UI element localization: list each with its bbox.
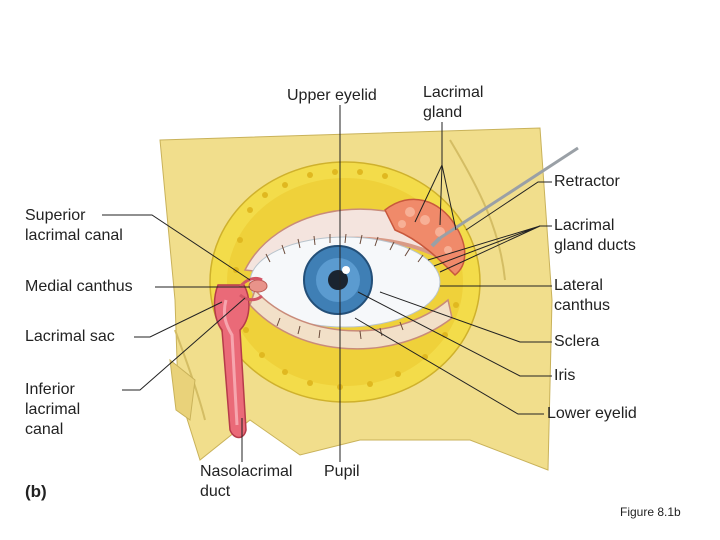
leader-sclera (379, 291, 552, 343)
figure-caption: Figure 8.1b (620, 505, 681, 519)
leader-lacrimal-sac (134, 301, 223, 338)
label-line: canal (25, 421, 64, 438)
label-line: lacrimal canal (25, 227, 123, 244)
fat-texture (233, 169, 459, 390)
leader-superior-lacrimal-canal (102, 214, 251, 281)
panel-label: (b) (25, 482, 47, 501)
nasolacrimal-duct-highlight (222, 299, 239, 426)
medial-canthus (248, 279, 268, 293)
label-line: Inferior (25, 381, 75, 398)
label-lacrimal-gland-ducts: Lacrimal gland ducts (554, 216, 636, 256)
superior-lacrimal-canal (238, 276, 263, 288)
lacrimal-sac (213, 284, 250, 439)
leader-lower-eyelid (354, 317, 544, 415)
retractor-instrument (439, 146, 579, 240)
label-line: Lacrimal (423, 84, 484, 101)
label-line: Lateral (554, 277, 603, 294)
label-line: Nasolacrimal (200, 463, 293, 480)
leader-inferior-lacrimal-canal (122, 297, 246, 391)
retractor-tip (430, 236, 442, 248)
label-pupil: Pupil (324, 463, 360, 480)
label-retractor: Retractor (554, 173, 620, 190)
label-upper-eyelid: Upper eyelid (287, 87, 377, 104)
label-line: gland ducts (554, 237, 636, 254)
leader-lacrimal-gland (414, 122, 457, 231)
leader-iris (357, 291, 552, 377)
label-lower-eyelid: Lower eyelid (547, 405, 637, 422)
inferior-lacrimal-canal (239, 293, 263, 302)
label-inferior-lacrimal-canal: Inferior lacrimal canal (25, 380, 80, 440)
label-line: Superior (25, 207, 86, 224)
label-line: duct (200, 483, 231, 500)
label-nasolacrimal-duct: Nasolacrimal duct (200, 462, 292, 502)
pupil (328, 270, 348, 290)
leader-lines (102, 105, 552, 462)
label-medial-canthus: Medial canthus (25, 278, 133, 295)
label-lateral-canthus: Lateral canthus (554, 276, 610, 316)
label-lacrimal-gland: Lacrimal gland (423, 83, 483, 123)
label-lacrimal-sac: Lacrimal sac (25, 328, 115, 345)
label-line: Lacrimal (554, 217, 615, 234)
lacrimal-gland-lobules (398, 207, 452, 254)
label-sclera: Sclera (554, 333, 600, 350)
label-superior-lacrimal-canal: Superior lacrimal canal (25, 206, 123, 246)
leader-retractor (465, 181, 552, 231)
label-line: lacrimal (25, 401, 81, 418)
label-line: gland (423, 104, 463, 121)
nasal-bone (169, 358, 196, 421)
label-line: canthus (554, 297, 611, 314)
lacrimal-gland (384, 198, 466, 276)
pupil-highlight (342, 266, 350, 274)
leader-lacrimal-gland-ducts (427, 225, 552, 273)
label-iris: Iris (554, 367, 576, 384)
